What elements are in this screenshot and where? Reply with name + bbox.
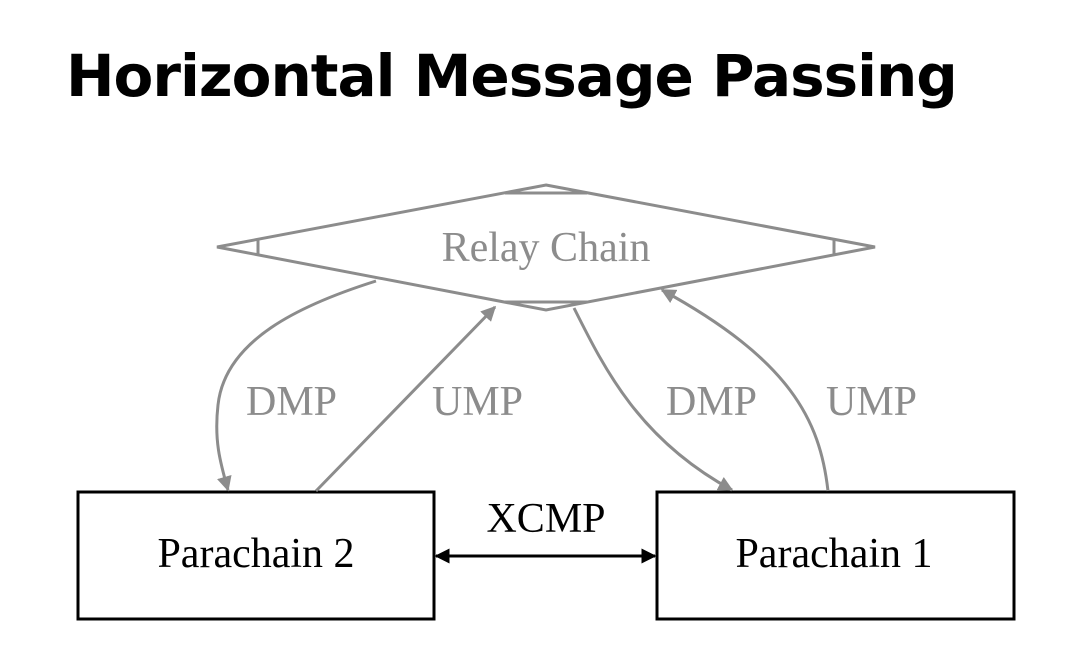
relay-chain-diamond: [216, 183, 876, 312]
dmp-arrow-relay-to-parachain-2: [215, 279, 377, 492]
page-title: Horizontal Message Passing: [66, 42, 958, 110]
xcmp-label: XCMP: [486, 496, 605, 542]
ump-label-parachain-1: UMP: [826, 379, 917, 425]
ump-label-parachain-2: UMP: [432, 379, 523, 425]
ump-arrow-parachain-1-to-relay: [660, 288, 830, 492]
relay-chain-node: Relay Chain: [216, 183, 876, 312]
ump-arrow-parachain-2-to-relay: [314, 305, 497, 493]
dmp-label-parachain-1: DMP: [666, 379, 757, 425]
dmp-arrow-relay-to-parachain-1: [572, 307, 734, 492]
parachain-2-node: Parachain 2: [76, 490, 436, 621]
parachain-1-node: Parachain 1: [655, 490, 1016, 621]
dmp-label-parachain-2: DMP: [246, 379, 337, 425]
parachain-2-box: [76, 490, 436, 621]
parachain-1-box: [655, 490, 1016, 621]
relay-chain-label: Relay Chain: [442, 225, 651, 271]
parachain-1-label: Parachain 1: [735, 531, 932, 577]
parachain-2-label: Parachain 2: [157, 531, 354, 577]
